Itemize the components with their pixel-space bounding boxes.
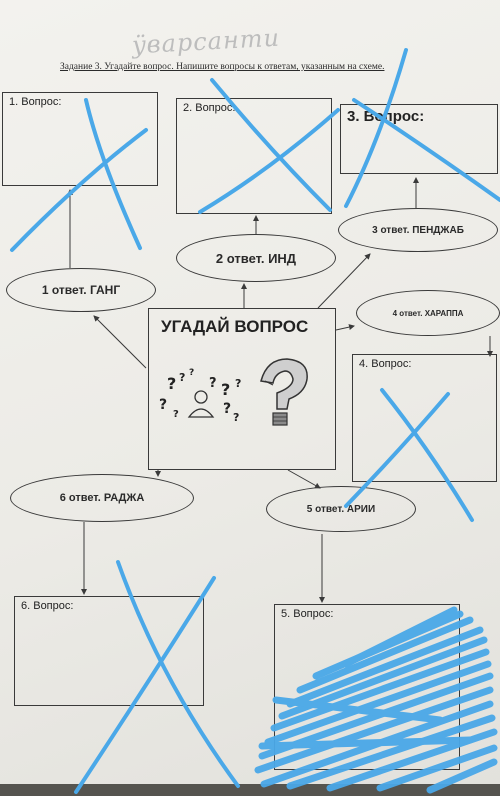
question-label-1: 1. Вопрос: <box>9 96 62 108</box>
arrow-center-arii <box>287 469 321 489</box>
svg-text:?: ? <box>233 411 239 424</box>
cross-q3-b <box>352 98 500 202</box>
cross-q6-a <box>116 560 240 788</box>
svg-text:?: ? <box>167 374 176 393</box>
connector-arrows <box>67 177 493 603</box>
blue-marker-strokes <box>10 48 500 794</box>
svg-text:?: ? <box>223 401 231 417</box>
question-box-2[interactable]: 2. Вопрос: <box>176 98 332 214</box>
answer-label-2: 2 ответ. ИНД <box>215 250 297 266</box>
arrow-center-harappa <box>335 324 355 331</box>
question-label-4: 4. Вопрос: <box>359 358 412 370</box>
task-instruction: Задание 3. Угадайте вопрос. Напишите воп… <box>60 62 385 72</box>
question-label-6: 6. Вопрос: <box>21 600 74 612</box>
answer-label-3: 3 ответ. ПЕНДЖАБ <box>372 224 464 236</box>
question-marks-thinking-icon: ? ? ? ? ? ? ? ? ? ? <box>159 368 241 424</box>
cross-q2-a <box>210 78 332 212</box>
table-edge <box>0 784 500 796</box>
svg-text:?: ? <box>209 376 217 391</box>
arrow-center-pendzhab <box>317 253 371 309</box>
big-question-mark-icon <box>260 358 308 426</box>
cross-q6-b <box>74 576 216 794</box>
answer-oval-2: 2 ответ. ИНД <box>176 234 336 282</box>
center-illustration: ? ? ? ? ? ? ? ? ? ? <box>159 358 308 426</box>
svg-text:?: ? <box>221 380 230 399</box>
cross-q1-b <box>10 128 148 252</box>
cross-q3-a <box>344 48 408 208</box>
cross-q4-b <box>344 392 450 508</box>
answer-oval-3: 3 ответ. ПЕНДЖАБ <box>338 208 498 252</box>
answer-label-1: 1 ответ. ГАНГ <box>41 283 121 297</box>
center-box: УГАДАЙ ВОПРОС ? ? ? ? ? ? ? ? ? ? <box>148 308 336 470</box>
svg-text:?: ? <box>179 371 185 384</box>
arrow-center-gang <box>93 315 147 369</box>
svg-text:?: ? <box>189 368 194 378</box>
answer-oval-6: 6 ответ. РАДЖА <box>10 474 194 522</box>
cross-q2-b <box>198 108 340 214</box>
question-box-4[interactable]: 4. Вопрос: <box>352 354 497 482</box>
center-title: УГАДАЙ ВОПРОС <box>161 317 309 336</box>
svg-text:?: ? <box>235 377 241 390</box>
scribble-q5 <box>254 606 498 794</box>
answer-oval-1: 1 ответ. ГАНГ <box>6 268 156 312</box>
answer-oval-5: 5 ответ. АРИИ <box>266 486 416 532</box>
question-label-2: 2. Вопрос: <box>183 102 236 114</box>
answer-label-5: 5 ответ. АРИИ <box>306 503 376 515</box>
answer-label-6: 6 ответ. РАДЖА <box>59 492 145 504</box>
question-box-6[interactable]: 6. Вопрос: <box>14 596 204 706</box>
svg-text:?: ? <box>159 397 167 413</box>
cross-q1-a <box>84 98 142 250</box>
svg-text:?: ? <box>173 409 179 420</box>
question-label-5: 5. Вопрос: <box>281 608 334 620</box>
answer-label-4: 4 ответ. ХАРАППА <box>392 308 464 318</box>
cross-q4-a <box>380 388 474 522</box>
